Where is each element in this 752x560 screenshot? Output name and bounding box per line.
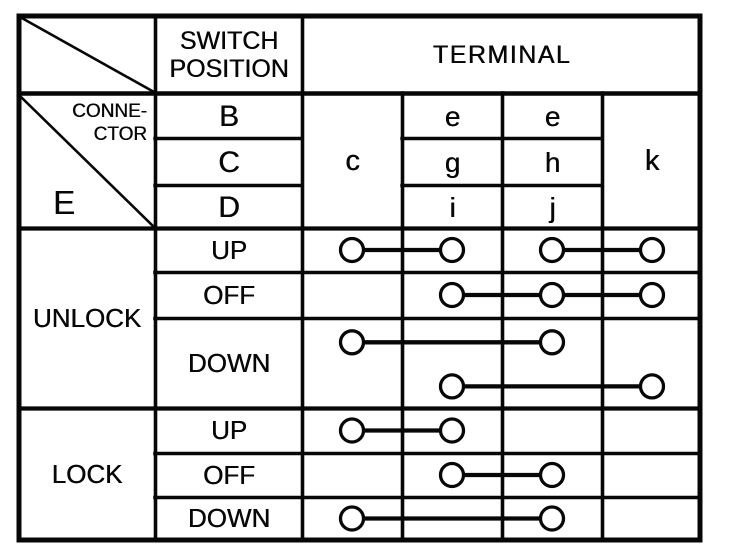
terminal-circle-h	[538, 236, 566, 264]
terminal-c-h: h	[544, 146, 561, 178]
header-switch-position: SWITCH POSITION	[169, 26, 289, 83]
position-lock-off: OFF	[203, 459, 255, 490]
table-outer-border	[16, 13, 703, 543]
switch-row-b: B	[218, 99, 239, 133]
table-grid	[16, 13, 703, 543]
group-label-unlock: UNLOCK	[32, 302, 142, 333]
terminal-circle-c	[338, 236, 366, 264]
terminal-circle-k	[638, 373, 666, 400]
position-unlock-off: OFF	[203, 279, 255, 310]
terminal-b-e-2: e	[544, 100, 561, 132]
header-terminal: TERMINAL	[432, 40, 572, 69]
switch-row-d: D	[218, 190, 240, 224]
position-lock-up: UP	[210, 415, 248, 446]
terminal-circle-j	[538, 505, 566, 532]
terminal-circle-c	[338, 505, 366, 532]
terminal-circle-k	[638, 281, 666, 309]
terminal-c-g: g	[444, 146, 461, 178]
terminal-circle-k	[638, 236, 666, 264]
terminal-circle-h	[538, 281, 566, 309]
terminal-circle-i	[438, 373, 466, 400]
terminal-d-j: j	[549, 191, 556, 223]
continuity-connections	[338, 236, 666, 532]
terminal-circle-g	[438, 417, 466, 444]
group-label-lock: LOCK	[51, 458, 123, 489]
connector-label-line1: CONNE-	[72, 101, 147, 122]
terminal-circle-j	[538, 329, 566, 356]
terminal-col-k: k	[644, 145, 660, 178]
connector-id-e: E	[52, 183, 75, 221]
terminal-d-i: i	[449, 191, 456, 223]
terminal-b-e: e	[444, 100, 461, 132]
switch-row-c: C	[218, 145, 240, 179]
position-unlock-down: DOWN	[187, 347, 271, 378]
terminal-col-c: c	[345, 145, 360, 178]
terminal-circle-c	[338, 417, 366, 444]
diagonal-divider	[18, 15, 156, 94]
terminal-circle-g	[438, 281, 466, 309]
terminal-circle-h	[538, 461, 566, 489]
position-unlock-up: UP	[210, 235, 248, 266]
terminal-circle-g	[438, 461, 466, 489]
diagonal-divider	[18, 94, 155, 228]
connector-label-line2: CTOR	[93, 124, 147, 146]
connector-label: CONNE- CTOR	[27, 100, 147, 146]
terminal-circle-g	[438, 236, 466, 264]
terminal-circle-c	[338, 329, 366, 356]
position-lock-down: DOWN	[187, 503, 271, 534]
